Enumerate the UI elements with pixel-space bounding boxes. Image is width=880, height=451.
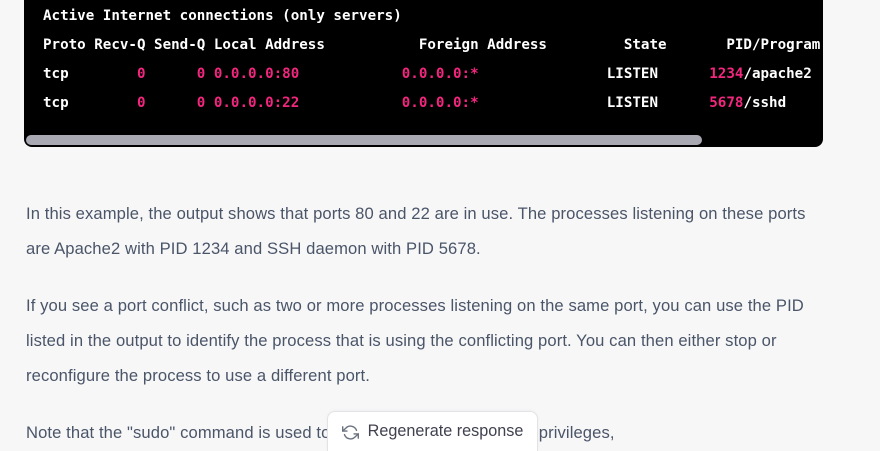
code-segment: tcp — [43, 66, 137, 82]
code-segment: 0.0.0.0:* — [401, 95, 479, 111]
code-segment — [299, 95, 402, 111]
regenerate-icon — [341, 423, 359, 441]
code-segment: 1234 — [709, 66, 744, 82]
code-segment: 0 0.0.0.0:22 — [196, 95, 300, 111]
code-segment: Active Internet connections (only server… — [43, 8, 402, 24]
paragraph-1: In this example, the output shows that p… — [26, 204, 806, 258]
code-line-title-line: Active Internet connections (only server… — [43, 2, 823, 31]
code-segment — [299, 66, 402, 82]
code-line-row-tcp-80: tcp 0 0 0.0.0.0:80 0.0.0.0:* LISTEN 1234… — [43, 60, 823, 89]
code-scrollbar-thumb[interactable] — [26, 135, 702, 145]
code-horizontal-scrollbar[interactable] — [24, 132, 823, 147]
code-line-header-line: Proto Recv-Q Send-Q Local Address Foreig… — [43, 31, 823, 60]
code-segment: /sshd — [743, 95, 787, 111]
code-segment: Proto Recv-Q Send-Q Local Address Foreig… — [43, 37, 823, 53]
regenerate-response-label: Regenerate response — [367, 422, 524, 441]
regenerate-response-button[interactable]: Regenerate response — [327, 411, 538, 451]
paragraph-2: If you see a port conflict, such as two … — [26, 296, 804, 385]
code-segment: 0 — [136, 66, 146, 82]
code-scroll-area[interactable]: Active Internet connections (only server… — [24, 0, 823, 147]
code-segment: LISTEN — [478, 95, 710, 111]
code-segment: /apache2 — [743, 66, 812, 82]
code-segment — [146, 95, 197, 111]
code-segment: 0 0.0.0.0:80 — [196, 66, 300, 82]
code-segment: 5678 — [709, 95, 744, 111]
code-segment: LISTEN — [478, 66, 710, 82]
code-segment — [146, 66, 197, 82]
code-segment: 0.0.0.0:* — [401, 66, 479, 82]
code-segment: 0 — [136, 95, 146, 111]
code-line-row-tcp-22: tcp 0 0 0.0.0.0:22 0.0.0.0:* LISTEN 5678… — [43, 89, 823, 118]
netstat-code-block: Active Internet connections (only server… — [24, 0, 823, 147]
code-segment: tcp — [43, 95, 137, 111]
